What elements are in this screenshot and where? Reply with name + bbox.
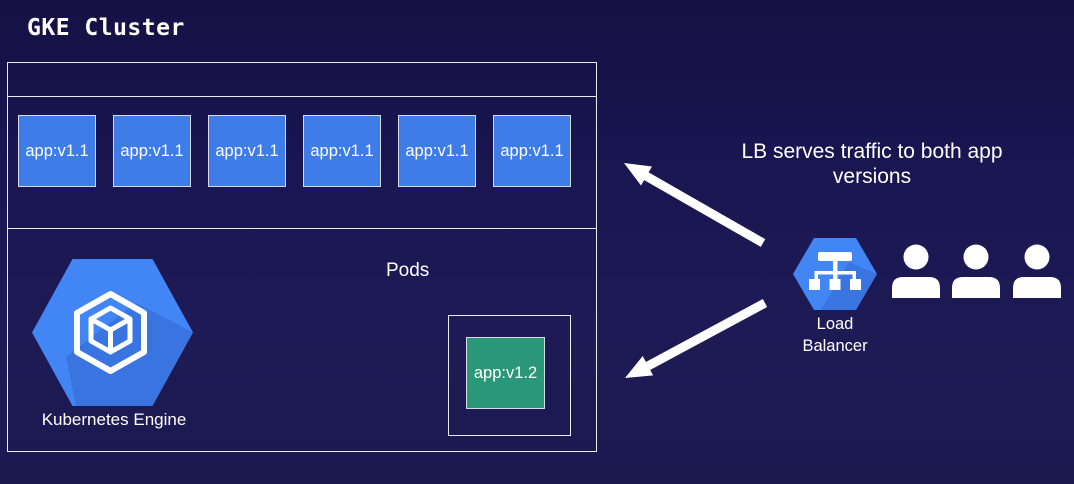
pod-label: app:v1.1 xyxy=(215,141,279,160)
pods-section-label: Pods xyxy=(386,260,430,281)
user-icon xyxy=(892,244,940,298)
kubernetes-engine-icon xyxy=(32,259,193,406)
load-balancer-label: Load Balancer xyxy=(802,315,868,355)
pod-v1-box: app:v1.1 xyxy=(208,115,286,187)
diagram-title: GKE Cluster xyxy=(27,15,185,41)
pod-label: app:v1.1 xyxy=(120,141,184,160)
pod-label: app:v1.1 xyxy=(25,141,89,160)
arrow-to-v2-pod xyxy=(625,299,768,378)
pod-label: app:v1.2 xyxy=(473,363,538,382)
cluster-header-band xyxy=(8,63,596,97)
user-icon xyxy=(952,244,1000,298)
pod-v1-box: app:v1.1 xyxy=(18,115,96,187)
pod-label: app:v1.1 xyxy=(405,141,469,160)
pod-v1-box: app:v1.1 xyxy=(398,115,476,187)
pod-label: app:v1.1 xyxy=(500,141,564,160)
cluster-body: Pods Kubernetes Engine app:v1.2 xyxy=(8,229,596,466)
pod-v2-box: app:v1.2 xyxy=(466,337,545,409)
pod-v1-box: app:v1.1 xyxy=(113,115,191,187)
pod-v2-wrapper: app:v1.2 xyxy=(448,315,571,436)
user-icon xyxy=(1013,244,1061,298)
gke-cluster-container: app:v1.1 app:v1.1 app:v1.1 app:v1.1 app:… xyxy=(7,62,597,452)
load-balancer-icon xyxy=(793,238,877,310)
pod-v1-box: app:v1.1 xyxy=(303,115,381,187)
kubernetes-engine-label: Kubernetes Engine xyxy=(41,410,187,429)
pod-v1-box: app:v1.1 xyxy=(493,115,571,187)
pods-row: app:v1.1 app:v1.1 app:v1.1 app:v1.1 app:… xyxy=(8,97,596,229)
pod-label: app:v1.1 xyxy=(310,141,374,160)
lb-annotation-text: LB serves traffic to both app versions xyxy=(741,140,1003,188)
